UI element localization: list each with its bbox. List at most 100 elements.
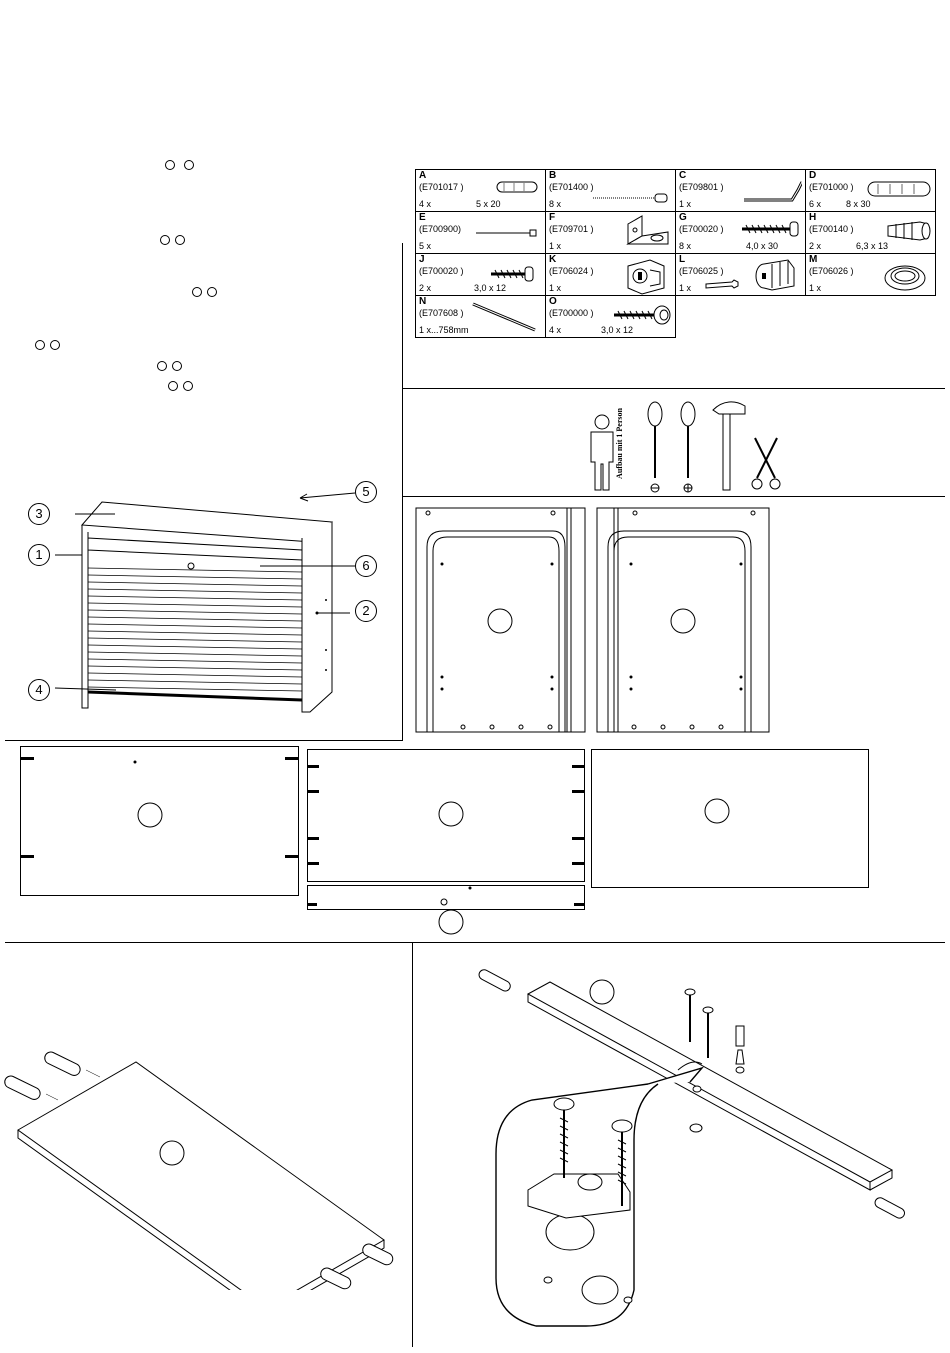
side-panel-left <box>415 507 586 733</box>
part-size: 3,0 x 12 <box>474 283 507 293</box>
part-code: (E700000 ) <box>549 308 594 318</box>
part-code: (E709801 ) <box>679 182 724 192</box>
shutter-slat <box>87 679 303 685</box>
empty-cell <box>676 296 806 338</box>
shutter-slat <box>87 672 303 678</box>
screw-washer-icon <box>614 305 671 325</box>
panel-bottom-board <box>307 749 585 882</box>
shutter-slat <box>87 595 303 601</box>
part-cell-c: C (E709801 ) 1 x <box>675 169 806 212</box>
part-code: (E700900) <box>419 224 462 234</box>
grommet-icon <box>884 265 926 291</box>
person-icon <box>590 414 614 491</box>
part-letter: D <box>809 170 817 181</box>
side-panels-drawing <box>415 507 770 733</box>
part-ref-circle <box>183 381 193 391</box>
part-ref-circle <box>172 361 182 371</box>
tools-person-label-wrap: Aufbau mit 1 Person <box>614 405 630 487</box>
part-cell-e: E (E700900) 5 x <box>415 211 546 254</box>
part-qty: 8 x <box>679 241 692 251</box>
shutter-slat <box>87 609 303 615</box>
part-qty: 8 x <box>549 199 562 209</box>
section-divider <box>5 942 945 943</box>
scissors-icon <box>751 437 781 490</box>
part-ref-circle <box>50 340 60 350</box>
part-qty: 6 x <box>809 199 822 209</box>
part-size: 3,0 x 12 <box>601 325 634 335</box>
anchor-icon <box>887 221 931 241</box>
part-letter: G <box>679 212 687 223</box>
cabinet-overview-drawing <box>54 492 356 713</box>
bracket-icon <box>626 215 669 245</box>
part-letter: N <box>419 296 427 307</box>
part-qty: 1 x...758mm <box>419 325 469 335</box>
part-qty: 1 x <box>809 283 822 293</box>
person-count-label: Aufbau mit 1 Person <box>614 408 624 479</box>
section-divider <box>402 496 945 497</box>
section-divider <box>402 243 403 740</box>
part-cell-j: J (E700020 ) 2 x 3,0 x 12 <box>415 253 546 296</box>
part-size: 8 x 30 <box>846 199 871 209</box>
part-cell-h: H (E700140 ) 2 x 6,3 x 13 <box>805 211 936 254</box>
section-divider <box>402 388 945 389</box>
part-qty: 1 x <box>549 283 562 293</box>
part-letter: M <box>809 254 818 265</box>
shutter-slat <box>87 651 303 657</box>
short-screw-icon <box>491 266 534 282</box>
part-code: (E706024 ) <box>549 266 594 276</box>
part-cell-g: G (E700020 ) 8 x 4,0 x 30 <box>675 211 806 254</box>
shutter-slat <box>87 602 303 608</box>
part-ref-circle <box>207 287 217 297</box>
part-letter: F <box>549 212 556 223</box>
long-screw-icon <box>593 193 668 203</box>
part-ref-circle <box>192 287 202 297</box>
part-ref-circle <box>160 235 170 245</box>
shutter-slat <box>87 581 303 587</box>
part-code: (E706025 ) <box>679 266 724 276</box>
part-letter: H <box>809 212 817 223</box>
callout-4: 4 <box>28 679 50 701</box>
part-letter: J <box>419 254 425 265</box>
screw-icon <box>684 988 745 1074</box>
part-ref-circle <box>175 235 185 245</box>
part-letter: K <box>549 254 557 265</box>
dowel-large-icon <box>867 181 931 197</box>
part-qty: 4 x <box>419 199 432 209</box>
shutter-slat <box>87 616 303 622</box>
part-code: (E707608 ) <box>419 308 464 318</box>
parts-list-table: A (E701017 ) 4 x 5 x 20 B (E701400 ) 8 x… <box>415 169 936 338</box>
step-dowels-drawing <box>4 1051 394 1290</box>
part-code: (E700020 ) <box>679 224 724 234</box>
part-cell-b: B (E701400 ) 8 x <box>545 169 676 212</box>
shutter-slat <box>87 588 303 594</box>
part-qty: 1 x <box>679 283 692 293</box>
part-qty: 5 x <box>419 241 432 251</box>
part-size: 4,0 x 30 <box>746 241 779 251</box>
part-letter: C <box>679 170 687 181</box>
screw-icon <box>742 221 799 237</box>
part-qty: 1 x <box>679 199 692 209</box>
part-code: (E701017 ) <box>419 182 464 192</box>
hammer-icon <box>712 401 746 491</box>
part-code: (E701400 ) <box>549 182 594 192</box>
dowel-icon <box>496 181 538 193</box>
empty-cell <box>806 296 936 338</box>
phillips-screwdriver-icon <box>680 401 696 493</box>
shutter-slat <box>87 644 303 650</box>
part-ref-circle <box>35 340 45 350</box>
tools-illustration <box>590 401 781 493</box>
shutter-slat <box>87 665 303 671</box>
callout-3: 3 <box>28 503 50 525</box>
part-ref-circle <box>184 160 194 170</box>
callout-1: 1 <box>28 544 50 566</box>
panel-back-board <box>591 749 869 888</box>
callout-6: 6 <box>355 555 377 577</box>
shutter-slat <box>87 630 303 636</box>
part-qty: 2 x <box>419 283 432 293</box>
zoom-detail <box>527 1097 633 1305</box>
part-letter: B <box>549 170 557 181</box>
panel-strip-board <box>307 885 585 935</box>
side-panel-right <box>596 507 770 733</box>
step-hardware-drawing <box>478 969 905 1327</box>
nail-icon <box>476 229 537 237</box>
